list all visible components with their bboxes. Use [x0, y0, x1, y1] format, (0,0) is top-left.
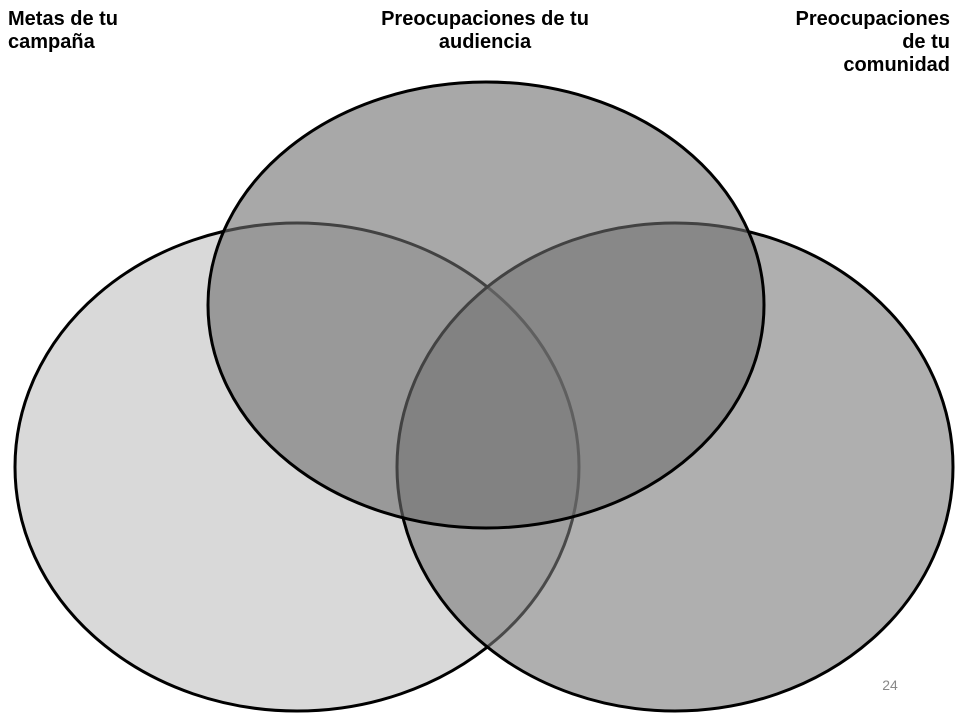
set-label-campaign-goals: Metas de tu campaña [8, 8, 119, 53]
set-label-audience-concerns: Preocupaciones de tu audiencia [381, 8, 589, 53]
page-number: 24 [882, 677, 898, 693]
venn-circle-top [206, 80, 766, 530]
set-label-community-concerns: Preocupaciones de tu comunidad [795, 8, 950, 76]
